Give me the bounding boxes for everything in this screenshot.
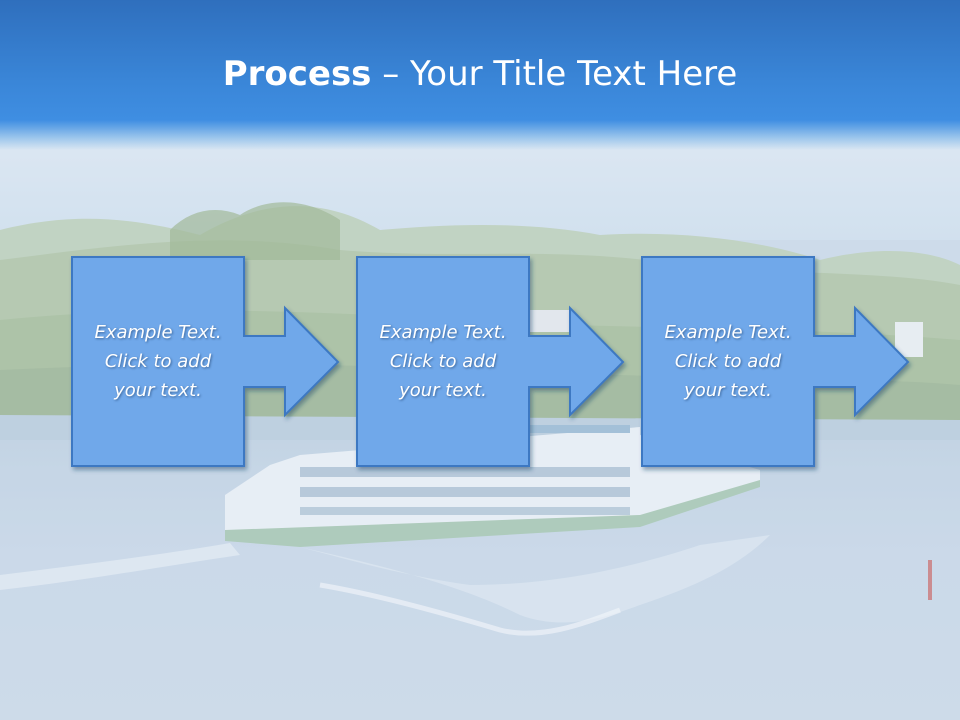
step-text[interactable]: Example Text. Click to add your text.	[664, 321, 792, 401]
arrow-box-shape	[356, 256, 625, 467]
step-text[interactable]: Example Text. Click to add your text.	[379, 321, 507, 401]
arrow-box-shape	[641, 256, 910, 467]
title-bar: Process – Your Title Text Here	[0, 0, 960, 150]
title-bold: Process	[222, 54, 372, 94]
process-step-1[interactable]: Example Text. Click to add your text.	[71, 256, 371, 468]
title-rest: – Your Title Text Here	[371, 54, 738, 94]
process-step-2[interactable]: Example Text. Click to add your text.	[356, 256, 656, 468]
arrow-box-shape	[71, 256, 340, 467]
cruise-boat	[0, 425, 932, 636]
slide-title[interactable]: Process – Your Title Text Here	[0, 50, 960, 98]
process-step-3[interactable]: Example Text. Click to add your text.	[641, 256, 941, 468]
step-text[interactable]: Example Text. Click to add your text.	[94, 321, 222, 401]
